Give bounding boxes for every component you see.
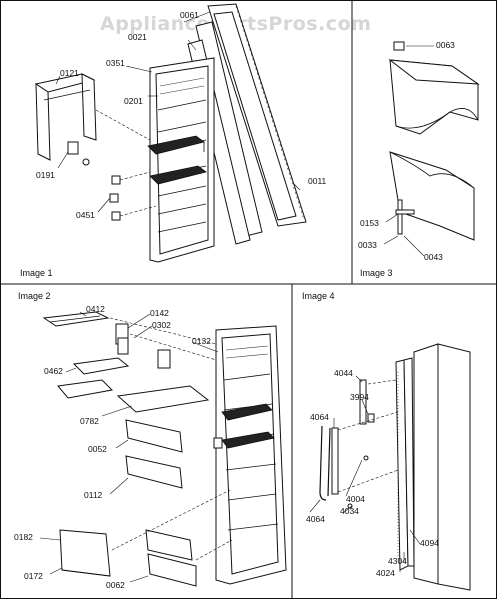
part-label-0062: 0062 [106,580,125,590]
image2-drawing [39,311,287,587]
part-label-0462: 0462 [44,366,63,376]
part-label-0351: 0351 [106,58,125,68]
part-label-0121: 0121 [60,68,79,78]
part-label-0063: 0063 [436,40,455,50]
part-label-4304: 4304 [388,556,407,566]
part-label-0172: 0172 [24,571,43,581]
part-label-0052: 0052 [88,444,107,454]
panel-title-image4: Image 4 [302,291,335,301]
panel-title-image2: Image 2 [18,291,51,301]
part-label-0043: 0043 [424,252,443,262]
part-label-4024: 4024 [376,568,395,578]
part-label-0412: 0412 [86,304,105,314]
part-label-0021: 0021 [128,32,147,42]
part-label-0132: 0132 [192,336,211,346]
part-label-4064-top: 4064 [310,412,329,422]
part-label-3994: 3994 [350,392,369,402]
panel-title-image1: Image 1 [20,268,53,278]
part-label-0182: 0182 [14,532,33,542]
part-label-4004: 4004 [346,494,365,504]
part-label-0302: 0302 [152,320,171,330]
panel-title-image3: Image 3 [360,268,393,278]
part-label-0451: 0451 [76,210,95,220]
image3-drawing [383,41,480,257]
part-label-4094: 4094 [420,538,439,548]
part-label-0033: 0033 [358,240,377,250]
part-label-4034: 4034 [340,506,359,516]
part-label-0782: 0782 [80,416,99,426]
part-label-0153: 0153 [360,218,379,228]
part-label-4064-bottom: 4064 [306,514,325,524]
part-label-0191: 0191 [36,170,55,180]
part-label-0142: 0142 [150,308,169,318]
part-label-0061: 0061 [180,10,199,20]
image1-drawing [34,3,307,263]
part-label-4044: 4044 [334,368,353,378]
part-label-0011: 0011 [308,176,327,186]
image4-drawing [309,343,471,591]
part-label-0112: 0112 [84,490,103,500]
part-label-0201: 0201 [124,96,143,106]
